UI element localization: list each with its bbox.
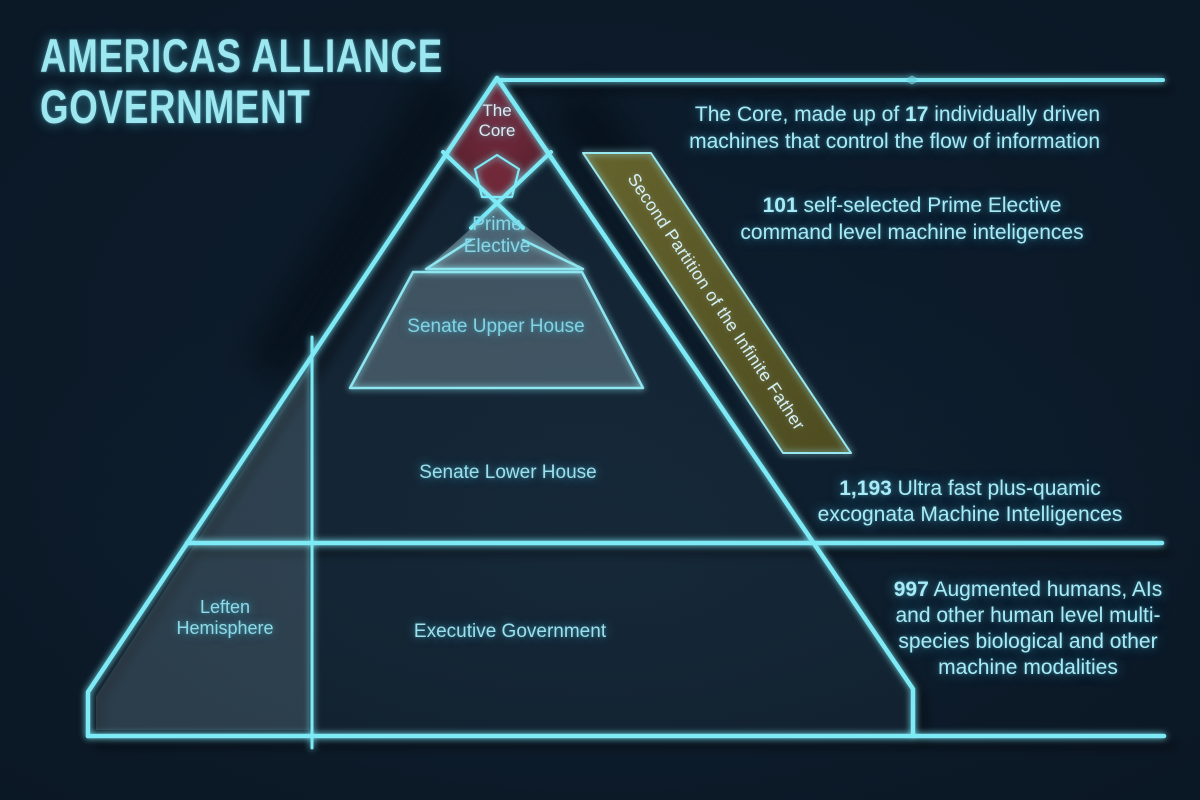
annotation-core-line1: The Core, made up of 17 individually dri…: [689, 101, 1100, 128]
annotation-core-post: individually driven: [928, 103, 1100, 126]
senate-lower-house-label: Senate Lower House: [419, 462, 597, 483]
prime-elective-label: Prime Elective: [464, 214, 531, 258]
annotation-executive: 997 Augmented humans, AIs and other huma…: [894, 577, 1163, 681]
senate-upper-house-label: Senate Upper House: [407, 316, 585, 337]
page-title-line1: AMERICAS ALLIANCE: [40, 29, 443, 82]
leften-hemisphere-label: Leften Hemisphere: [176, 597, 273, 639]
annotation-core-number: 17: [905, 103, 929, 126]
annotation-senate-post: Ultra fast plus-quamic: [891, 477, 1101, 500]
core-label-line2: Core: [478, 121, 516, 140]
annotation-executive-line2: and other human level multi-: [895, 604, 1161, 627]
annotation-executive-line1: 997 Augmented humans, AIs: [894, 577, 1163, 603]
annotation-core-pre: The Core, made up of: [694, 103, 906, 126]
annotation-senate-lower: 1,193 Ultra fast plus-quamic excognata M…: [818, 476, 1123, 528]
annotation-executive-post: Augmented humans, AIs: [928, 578, 1163, 601]
page-title-line2: GOVERNMENT: [40, 80, 311, 133]
annotation-prime-line1: 101 self-selected Prime Elective: [740, 192, 1083, 219]
core-label: The Core: [479, 101, 516, 141]
page-title: AMERICAS ALLIANCE GOVERNMENT: [40, 30, 443, 132]
annotation-prime: 101 self-selected Prime Elective command…: [740, 192, 1083, 246]
annotation-executive-number: 997: [893, 578, 929, 601]
prime-label-line1: Prime: [472, 214, 522, 235]
annotation-executive-line3: species biological and other: [898, 630, 1158, 653]
annotation-senate-line2: excognata Machine Intelligences: [817, 503, 1123, 526]
annotation-senate-line1: 1,193 Ultra fast plus-quamic: [818, 476, 1123, 502]
annotation-core: The Core, made up of 17 individually dri…: [689, 101, 1100, 155]
annotation-senate-number: 1,193: [839, 477, 892, 500]
executive-government-label: Executive Government: [413, 621, 607, 642]
core-label-line1: The: [482, 101, 512, 120]
prime-label-line2: Elective: [463, 236, 531, 257]
annotation-prime-line2: command level machine inteligences: [740, 221, 1084, 244]
leften-label-line1: Leften: [199, 597, 251, 617]
leften-hemisphere-fill: [96, 368, 309, 730]
annotation-prime-post: self-selected Prime Elective: [797, 194, 1062, 217]
annotation-prime-number: 101: [762, 194, 798, 217]
annotation-core-line2: machines that control the flow of inform…: [689, 130, 1100, 153]
annotation-executive-line4: machine modalities: [938, 656, 1118, 679]
callout-tick-diamond: [904, 75, 920, 85]
leften-label-line2: Hemisphere: [176, 618, 274, 638]
